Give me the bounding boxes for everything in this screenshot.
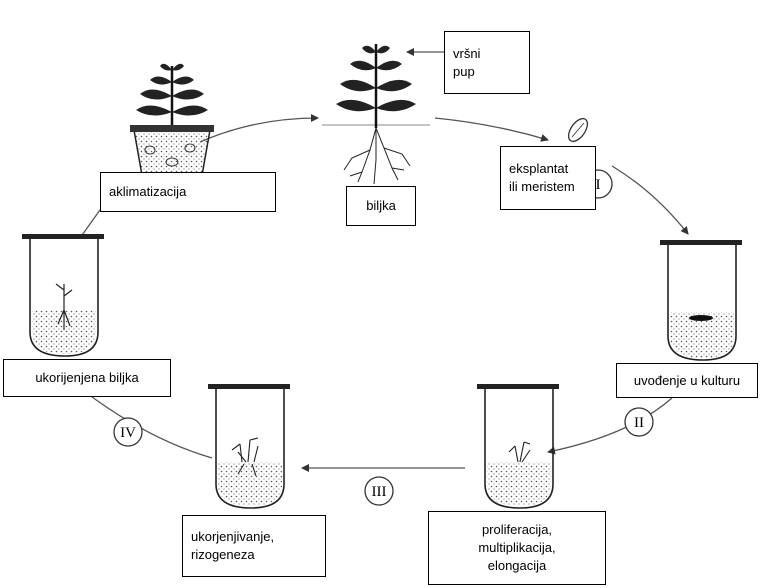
test-tube-rooting [208,384,290,509]
label-plant: biljka [346,186,416,226]
arrow-plant-to-explant [434,117,549,142]
test-tube-proliferation [477,384,559,509]
stage-label-4: IV [120,425,136,441]
test-tube-rooted-plant [22,234,104,357]
test-tube-introduction [660,240,742,361]
stage-label-2: II [634,415,644,431]
stage-label-1: I [596,177,601,193]
stage-label-3: III [372,484,387,500]
label-introduction-to-culture: uvođenje u kulturu [616,363,758,398]
label-rooted-plant: ukorijenjena biljka [3,359,171,397]
arrow-tube-to-proliferation [547,397,673,455]
cycle-arrows [79,48,689,472]
arrow-explant-to-tube [611,165,689,235]
label-proliferation: proliferacija,multiplikacija,elongacija [428,511,606,585]
arrow-rooted-to-pot [79,209,101,239]
label-rooting: ukorjenjivanje,rizogeneza [182,515,326,577]
mother-plant-image [322,44,430,185]
arrow-pot-to-plant [199,114,319,143]
label-acclimatization: aklimatizacija [100,172,276,212]
arrow-rooting-to-rooted [87,393,213,459]
explant-image [567,117,589,143]
stage-marker-4 [113,417,143,447]
stage-marker-2 [624,407,654,437]
stage-marker-3 [364,476,394,506]
